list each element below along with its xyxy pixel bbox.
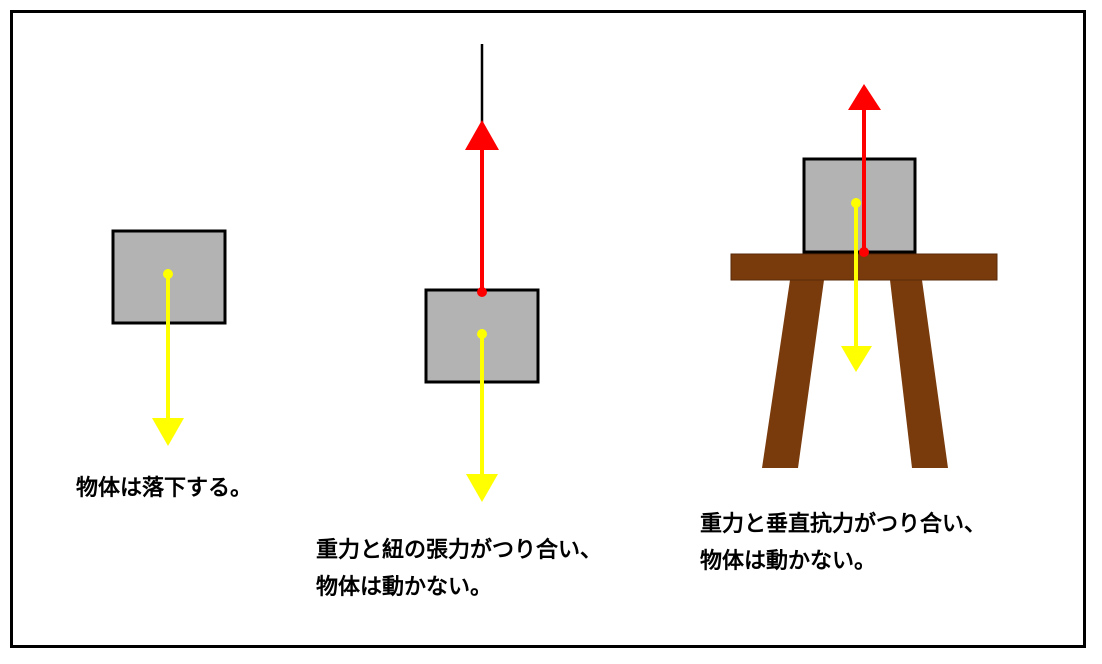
table (730, 253, 998, 468)
panel-hanging (424, 44, 540, 502)
caption-line: 物体は落下する。 (76, 476, 253, 501)
panel-falling (111, 229, 227, 446)
gravity-arrow (466, 329, 498, 502)
table-leg-right (890, 280, 948, 468)
gravity-arrow (152, 269, 184, 446)
caption-line: 重力と紐の張力がつり合い、 (316, 538, 603, 563)
caption-line: 物体は動かない。 (316, 575, 493, 600)
normal-force-arrow (848, 84, 881, 257)
caption-on-table: 重力と垂直抗力がつり合い、 物体は動かない。 (700, 506, 986, 580)
table-top (730, 253, 998, 281)
tension-arrow (465, 120, 499, 297)
caption-hanging: 重力と紐の張力がつり合い、 物体は動かない。 (316, 532, 602, 606)
table-leg-left (762, 280, 824, 468)
panel-on-table (730, 84, 998, 468)
caption-line: 物体は動かない。 (700, 549, 877, 574)
caption-line: 重力と垂直抗力がつり合い、 (700, 512, 987, 537)
gravity-arrow (841, 198, 872, 372)
caption-falling: 物体は落下する。 (76, 470, 252, 507)
